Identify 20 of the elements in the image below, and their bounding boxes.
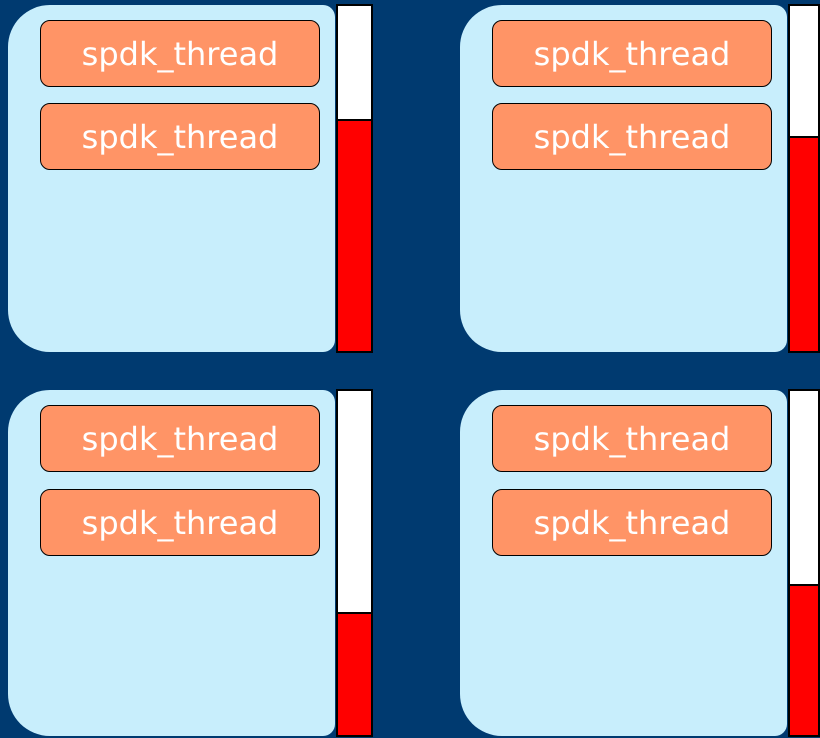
thread-label: spdk_thread	[534, 504, 730, 542]
thread-label: spdk_thread	[82, 420, 278, 458]
thread-box	[492, 20, 772, 87]
thread-box	[40, 20, 320, 87]
thread-label: spdk_thread	[82, 118, 278, 156]
thread-box	[492, 103, 772, 170]
core-panel	[8, 5, 335, 352]
thread-box	[492, 405, 772, 472]
thread-label: spdk_thread	[82, 504, 278, 542]
thread-box	[492, 489, 772, 556]
thread-label: spdk_thread	[534, 34, 730, 72]
core-panel	[460, 5, 787, 352]
thread-label: spdk_thread	[534, 420, 730, 458]
thread-box	[40, 405, 320, 472]
core-panel	[460, 390, 787, 736]
core-panel	[8, 390, 335, 736]
thread-box	[40, 103, 320, 170]
thread-label: spdk_thread	[534, 118, 730, 156]
thread-box	[40, 489, 320, 556]
thread-label: spdk_thread	[82, 34, 278, 72]
